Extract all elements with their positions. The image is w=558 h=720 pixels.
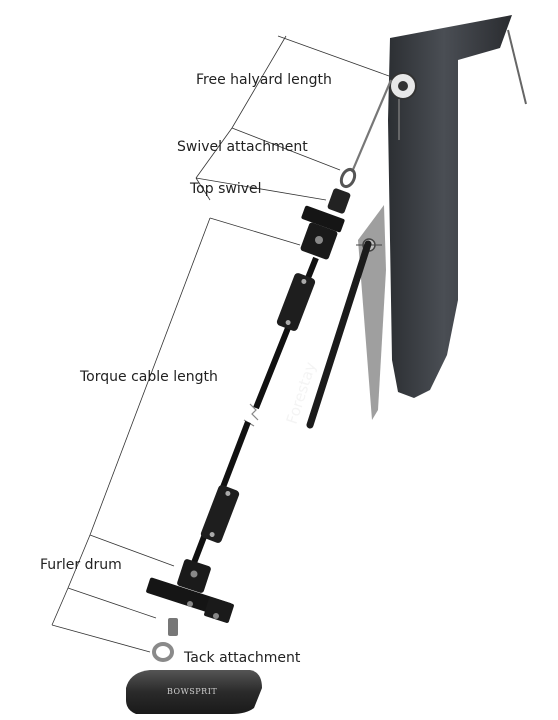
- furler-drum-label: Furler drum: [40, 557, 122, 573]
- cable-thimble-lower: [200, 485, 240, 543]
- swivel-attachment-label: Swivel attachment: [177, 139, 308, 155]
- tack-attachment-label: Tack attachment: [183, 650, 301, 666]
- torque-cable-length-label: Torque cable length: [79, 369, 218, 385]
- furler-drum: [146, 559, 234, 624]
- top-swivel: [300, 188, 351, 260]
- backstay-line: [507, 29, 527, 105]
- forestay: [306, 240, 372, 429]
- halyard-line: [350, 79, 393, 173]
- bowsprit: [126, 670, 262, 714]
- top-swivel-label: Top swivel: [189, 181, 262, 197]
- tack-attachment: [152, 618, 178, 662]
- cable-thimble-upper: [276, 273, 316, 331]
- swivel-attachment-shackle: [339, 167, 357, 189]
- cable-break-mark: [249, 403, 259, 421]
- mast: [388, 15, 512, 398]
- leader-lines: [51, 35, 390, 653]
- mast-tang: [358, 205, 386, 420]
- free-halyard-length-label: Free halyard length: [196, 72, 332, 88]
- bowsprit-label: BOWSPRIT: [167, 687, 217, 696]
